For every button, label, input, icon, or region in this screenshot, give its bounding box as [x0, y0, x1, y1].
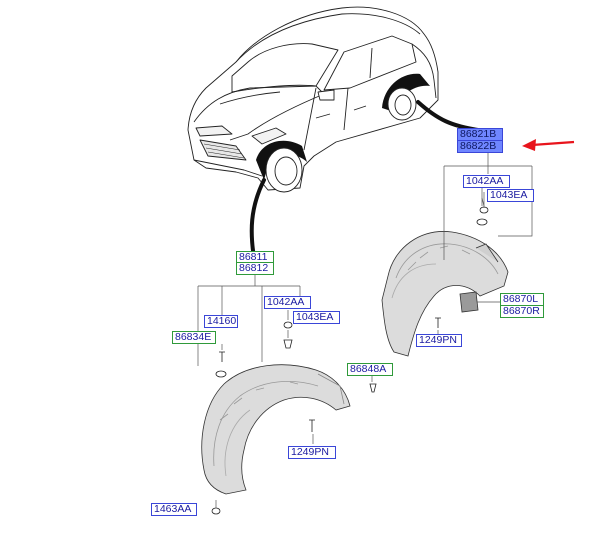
wheels [265, 87, 417, 193]
rear-fasteners [435, 206, 489, 328]
pointer-arrow [522, 139, 575, 151]
part-label-1043EA-front[interactable]: 1043EA [293, 311, 340, 324]
part-label-86834E[interactable]: 86834E [172, 331, 216, 344]
part-label-1042AA-rear[interactable]: 1042AA [463, 175, 510, 188]
part-label-86870R[interactable]: 86870R [500, 305, 544, 318]
part-label-86822B[interactable]: 86822B [457, 140, 503, 153]
front-wheel-guard-highlight [256, 140, 307, 180]
part-label-1249PN-front[interactable]: 1249PN [288, 446, 336, 459]
part-label-1249PN-rear[interactable]: 1249PN [416, 334, 462, 347]
rear-wheel-guard-part [381, 231, 509, 357]
part-label-1043EA-rear[interactable]: 1043EA [487, 189, 534, 202]
front-wheel-guard-part [201, 364, 351, 495]
front-fasteners [211, 321, 377, 515]
front-leader-swoosh [249, 178, 266, 260]
part-label-86848A[interactable]: 86848A [347, 363, 393, 376]
part-label-1463AA[interactable]: 1463AA [151, 503, 197, 516]
vehicle-illustration [187, 6, 439, 191]
rear-leader-swoosh [416, 100, 480, 132]
front-leader-lines [197, 275, 373, 508]
part-label-14160[interactable]: 14160 [204, 315, 238, 328]
part-label-1042AA-front[interactable]: 1042AA [264, 296, 311, 309]
part-label-86812[interactable]: 86812 [236, 262, 274, 275]
